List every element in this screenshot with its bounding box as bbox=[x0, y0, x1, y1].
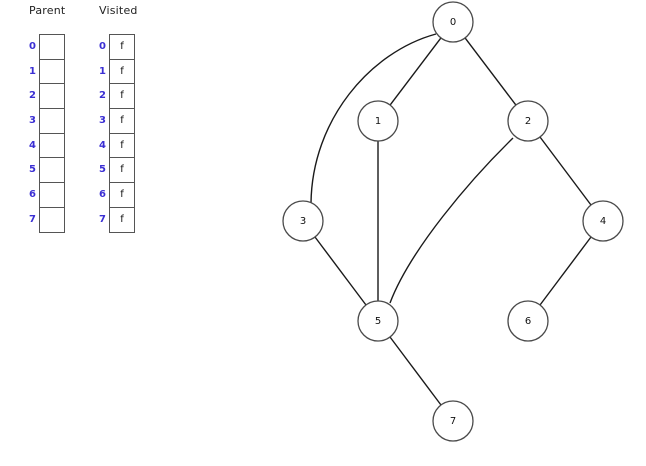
graph-node-2[interactable]: 2 bbox=[507, 100, 549, 142]
row-index: 6 bbox=[29, 189, 36, 201]
table-row[interactable]: 0 bbox=[29, 35, 64, 60]
graph-node-0[interactable]: 0 bbox=[432, 1, 474, 43]
table-row[interactable]: 4 f bbox=[99, 134, 134, 159]
graph-node-5[interactable]: 5 bbox=[357, 300, 399, 342]
visited-cell-value: f bbox=[120, 164, 124, 176]
graph-node-circle[interactable] bbox=[357, 100, 399, 142]
graph-edge-0-2 bbox=[464, 37, 517, 106]
parent-array-panel: Parent 0 1 2 3 4 5 6 7 bbox=[0, 0, 150, 250]
row-index: 3 bbox=[99, 115, 106, 127]
graph-node-circle[interactable] bbox=[432, 400, 474, 442]
graph-node-3[interactable]: 3 bbox=[282, 200, 324, 242]
visited-cell-value: f bbox=[120, 139, 124, 151]
table-row[interactable]: 1 bbox=[29, 60, 64, 85]
graph-node-circle[interactable] bbox=[432, 1, 474, 43]
graph-node-layer: 0 1 2 3 4 5 6 7 bbox=[282, 1, 624, 442]
table-row[interactable]: 5 f bbox=[99, 158, 134, 184]
table-row[interactable]: 7 bbox=[29, 208, 64, 233]
row-index: 6 bbox=[99, 189, 106, 201]
graph-edge-5-7 bbox=[389, 336, 442, 406]
row-index: 1 bbox=[99, 65, 106, 77]
graph-node-4[interactable]: 4 bbox=[582, 200, 624, 242]
visited-array-title: Visited bbox=[99, 4, 138, 17]
row-index: 7 bbox=[99, 213, 106, 225]
table-row[interactable]: 7 f bbox=[99, 208, 134, 233]
graph-node-6[interactable]: 6 bbox=[507, 300, 549, 342]
graph-node-circle[interactable] bbox=[582, 200, 624, 242]
graph-node-circle[interactable] bbox=[507, 100, 549, 142]
table-row[interactable]: 6 bbox=[29, 183, 64, 208]
visited-cell-value: f bbox=[120, 189, 124, 201]
graph-edge-2-5 bbox=[389, 137, 514, 304]
graph-edge-4-6 bbox=[539, 236, 592, 306]
graph-edge-0-1 bbox=[389, 37, 442, 106]
visited-array-grid: 0 f 1 f 2 f 3 f 4 f 5 f 6 f 7 f bbox=[99, 34, 135, 233]
graph-edge-3-5 bbox=[314, 236, 367, 306]
row-index: 5 bbox=[99, 164, 106, 176]
table-row[interactable]: 1 f bbox=[99, 60, 134, 85]
visited-cell-value: f bbox=[120, 115, 124, 127]
row-index: 4 bbox=[99, 139, 106, 151]
table-row[interactable]: 5 bbox=[29, 158, 64, 184]
row-index: 0 bbox=[99, 41, 106, 52]
table-row[interactable]: 2 bbox=[29, 84, 64, 110]
parent-array-title: Parent bbox=[29, 4, 66, 17]
row-index: 7 bbox=[29, 213, 36, 225]
table-row[interactable]: 6 f bbox=[99, 183, 134, 208]
visited-cell-value: f bbox=[120, 41, 124, 52]
graph-node-circle[interactable] bbox=[357, 300, 399, 342]
row-index: 0 bbox=[29, 41, 36, 52]
visited-array-panel: Visited 0 f 1 f 2 f 3 f 4 f 5 f 6 f bbox=[70, 0, 220, 250]
visited-cell-value: f bbox=[120, 65, 124, 77]
graph-edge-2-4 bbox=[539, 136, 592, 206]
graph-node-circle[interactable] bbox=[282, 200, 324, 242]
row-index: 5 bbox=[29, 164, 36, 176]
graph-edge-0-3 bbox=[310, 33, 437, 204]
graph-node-circle[interactable] bbox=[507, 300, 549, 342]
graph-edge-layer bbox=[310, 33, 592, 406]
table-row[interactable]: 3 bbox=[29, 109, 64, 134]
visited-cell-value: f bbox=[120, 213, 124, 225]
row-index: 3 bbox=[29, 115, 36, 127]
visited-cell-value: f bbox=[120, 90, 124, 102]
graph-node-1[interactable]: 1 bbox=[357, 100, 399, 142]
row-index: 2 bbox=[99, 90, 106, 102]
row-index: 1 bbox=[29, 65, 36, 77]
table-row[interactable]: 4 bbox=[29, 134, 64, 159]
row-index: 4 bbox=[29, 139, 36, 151]
row-index: 2 bbox=[29, 90, 36, 102]
table-row[interactable]: 0 f bbox=[99, 35, 134, 60]
table-row[interactable]: 2 f bbox=[99, 84, 134, 110]
graph-node-7[interactable]: 7 bbox=[432, 400, 474, 442]
table-row[interactable]: 3 f bbox=[99, 109, 134, 134]
parent-array-grid: 0 1 2 3 4 5 6 7 bbox=[29, 34, 65, 233]
